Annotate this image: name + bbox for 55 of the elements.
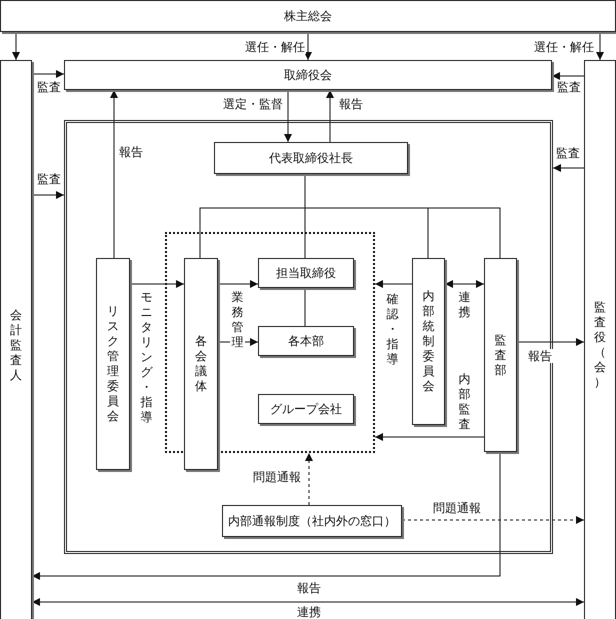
- arrow: [32, 598, 584, 606]
- arrow: [218, 280, 258, 288]
- connector-line: [304, 288, 306, 326]
- vertical-box: 監査部: [484, 258, 517, 452]
- edge-label: 監査: [36, 80, 62, 94]
- edge-label: 報告: [296, 581, 322, 595]
- edge-label: モニタリング・指導: [139, 290, 154, 425]
- edge-label: 報告: [527, 349, 553, 363]
- arrow: [32, 191, 64, 199]
- group-frame: [64, 120, 553, 554]
- arrow: [32, 452, 500, 580]
- edge-label: 報告: [118, 145, 144, 159]
- arrow: [402, 516, 584, 524]
- arrow: [374, 280, 412, 288]
- edge-label: 内部監査: [457, 372, 472, 432]
- vertical-box: 監査役（会）: [584, 60, 616, 619]
- edge-label: 選任・解任: [244, 40, 306, 54]
- connector-line: [304, 174, 500, 258]
- arrow: [130, 280, 184, 288]
- edge-label: 連携: [457, 290, 472, 320]
- edge-label: 確認・指導: [385, 292, 400, 367]
- edge-label: 監査: [555, 146, 581, 160]
- vertical-box: リスク管理委員会: [96, 258, 130, 470]
- process-box: 各本部: [258, 326, 354, 356]
- arrow: [110, 90, 118, 258]
- arrow: [374, 433, 484, 441]
- vertical-box: 内部統制委員会: [412, 258, 445, 425]
- edge-label: 監査: [556, 80, 582, 94]
- edge-label: 選任・解任: [533, 40, 595, 54]
- process-box: 担当取締役: [258, 258, 354, 288]
- arrow: [552, 72, 584, 80]
- arrow: [305, 452, 313, 506]
- vertical-box: 各会議体: [184, 258, 218, 470]
- edge-label: 業務管理: [230, 290, 245, 350]
- arrow: [304, 32, 312, 60]
- edge-label: 問題通報: [252, 470, 302, 484]
- arrow: [516, 338, 584, 346]
- process-box: 内部通報制度（社内外の窓口）: [222, 505, 402, 537]
- process-box: 取締役会: [64, 60, 552, 90]
- edge-label: 連携: [296, 605, 322, 619]
- process-box: 代表取締役社長: [214, 142, 408, 174]
- edge-label: 報告: [338, 97, 364, 111]
- vertical-box: 会計監査人: [0, 60, 32, 619]
- process-box: 株主総会: [0, 0, 616, 32]
- edge-label: 問題通報: [432, 501, 482, 515]
- arrow: [12, 32, 20, 60]
- arrow: [284, 90, 292, 142]
- process-box: グループ会社: [258, 394, 354, 424]
- edge-label: 選定・監督: [222, 97, 284, 111]
- arrow: [32, 70, 64, 78]
- edge-label: 監査: [36, 172, 62, 186]
- arrow: [596, 32, 604, 60]
- arrow: [444, 280, 484, 288]
- arrow: [552, 164, 584, 172]
- arrow: [326, 90, 334, 142]
